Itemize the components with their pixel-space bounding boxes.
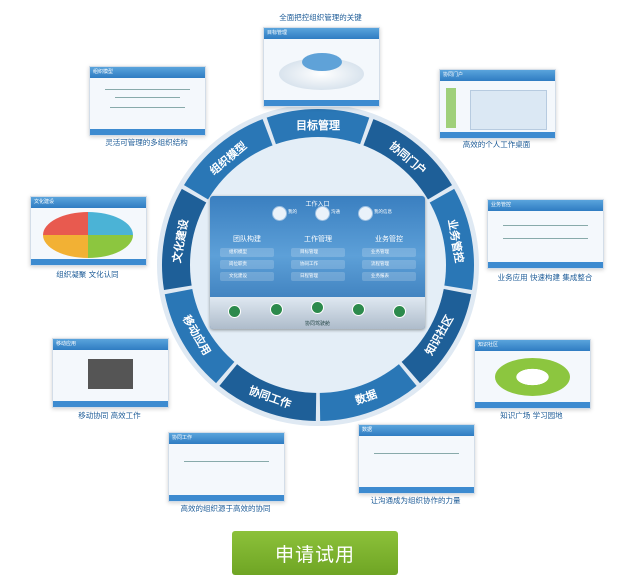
thumbnail-footer [488,262,603,268]
thumbnail-data[interactable]: 数据 [358,424,475,494]
thumbnail-caption: 组织凝聚 文化认同 [56,270,119,279]
ring-segment-mobile[interactable] [164,288,237,384]
panel-item[interactable]: 业务管理 [362,248,416,257]
thumbnail-knowledge[interactable]: 知识社区 [474,339,591,409]
dock-app-icon[interactable] [228,305,241,318]
panel-top-item: 我的信息 [374,210,392,215]
thumbnail-caption: 全面把控组织管理的关键 [279,13,362,22]
thumbnail-footer [475,402,590,408]
org-line [105,89,190,90]
thumbnail-footer [264,100,379,106]
panel-item[interactable]: 文化建设 [220,272,274,281]
thumbnail-collab[interactable]: 协同工作 [168,432,285,502]
thumbnail-footer [53,401,168,407]
portal-desktop-graphic [470,90,547,130]
ring-segment-business[interactable] [426,188,474,290]
dock-label: 协同驾驶舱 [304,321,330,327]
dock-app-icon[interactable] [270,303,283,316]
ring-segment-goal[interactable] [266,109,370,148]
column-title: 业务管控 [375,235,403,243]
thumbnail-business[interactable]: 业务管控 [487,199,604,269]
column-title: 团队构建 [233,235,261,243]
work-entry-panel: 工作入口 我的 沟通 我的信息 团队构建 组织模型 岗位职责 文化建设 工作管理… [210,196,425,329]
thumbnail-caption: 高效的组织源于高效的协同 [180,504,271,513]
thumbnail-title: 目标管理 [264,28,379,39]
ring-segment-collab[interactable] [219,361,317,421]
panel-top-item: 沟通 [331,210,340,215]
data-line [374,453,459,454]
thumbnail-caption: 让沟通成为组织协作的力量 [370,496,461,505]
thumbnail-caption: 移动协同 高效工作 [78,411,141,420]
org-line [110,107,185,108]
panel-top-item: 我的 [288,210,297,215]
thumbnail-title: 移动应用 [53,339,168,350]
panel-item[interactable]: 日程管理 [291,272,345,281]
panel-item[interactable]: 协同工作 [291,260,345,269]
apply-trial-button[interactable]: 申请试用 [232,531,398,575]
business-line [503,225,588,226]
ring-segment-org[interactable] [184,119,274,202]
dock-app-icon[interactable] [393,305,406,318]
thumbnail-title: 协同工作 [169,433,284,444]
goal-center-graphic [302,53,342,71]
ring-segment-data[interactable] [319,361,417,421]
thumbnail-footer [359,487,474,493]
thumbnail-title: 数据 [359,425,474,436]
thumbnail-portal[interactable]: 协同门户 [439,69,556,139]
thumbnail-footer [169,495,284,501]
dock-app-icon[interactable] [352,303,365,316]
ring-segment-portal[interactable] [362,119,452,202]
column-title: 工作管理 [304,235,332,243]
culture-pie-graphic [43,212,133,258]
panel-item[interactable]: 目标管理 [291,248,345,257]
ring-segment-culture[interactable] [162,188,210,290]
ring-segment-label: 目标管理 [296,119,340,132]
panel-item[interactable]: 岗位职责 [220,260,274,269]
thumbnail-title: 组织模型 [90,67,205,78]
my-icon[interactable] [272,206,287,221]
thumbnail-culture[interactable]: 文化建设 [30,196,147,266]
info-icon[interactable] [358,206,373,221]
thumbnail-goal[interactable]: 目标管理 [263,27,380,107]
portal-sidebar-graphic [446,88,456,128]
thumbnail-caption: 业务应用 快速构建 集成整合 [497,273,593,282]
panel-item[interactable]: 流程管理 [362,260,416,269]
thumbnail-org[interactable]: 组织模型 [89,66,206,136]
org-line [115,97,180,98]
panel-item[interactable]: 组织模型 [220,248,274,257]
panel-column-business: 业务管控 业务管理 流程管理 业务报表 [358,234,420,284]
collab-line [184,461,269,462]
chat-icon[interactable] [315,206,330,221]
panel-title: 工作入口 [305,201,330,208]
thumbnail-title: 文化建设 [31,197,146,208]
dock-app-icon[interactable] [311,301,324,314]
thumbnail-title: 协同门户 [440,70,555,81]
thumbnail-title: 知识社区 [475,340,590,351]
thumbnail-caption: 知识广场 学习园地 [500,411,563,420]
thumbnail-footer [440,132,555,138]
thumbnail-mobile[interactable]: 移动应用 [52,338,169,408]
thumbnail-footer [31,259,146,265]
knowledge-ring-graphic [495,358,570,396]
ring-segment-knowledge[interactable] [399,288,472,384]
panel-dock: 协同驾驶舱 [210,297,425,329]
thumbnail-caption: 高效的个人工作桌面 [462,140,531,149]
panel-column-team: 团队构建 组织模型 岗位职责 文化建设 [216,234,278,284]
thumbnail-footer [90,129,205,135]
thumbnail-title: 业务管控 [488,200,603,211]
mobile-photo-graphic [88,359,133,389]
thumbnail-caption: 灵活可管理的多组织结构 [105,138,188,147]
panel-item[interactable]: 业务报表 [362,272,416,281]
business-line [503,238,588,239]
panel-column-work: 工作管理 目标管理 协同工作 日程管理 [287,234,349,284]
